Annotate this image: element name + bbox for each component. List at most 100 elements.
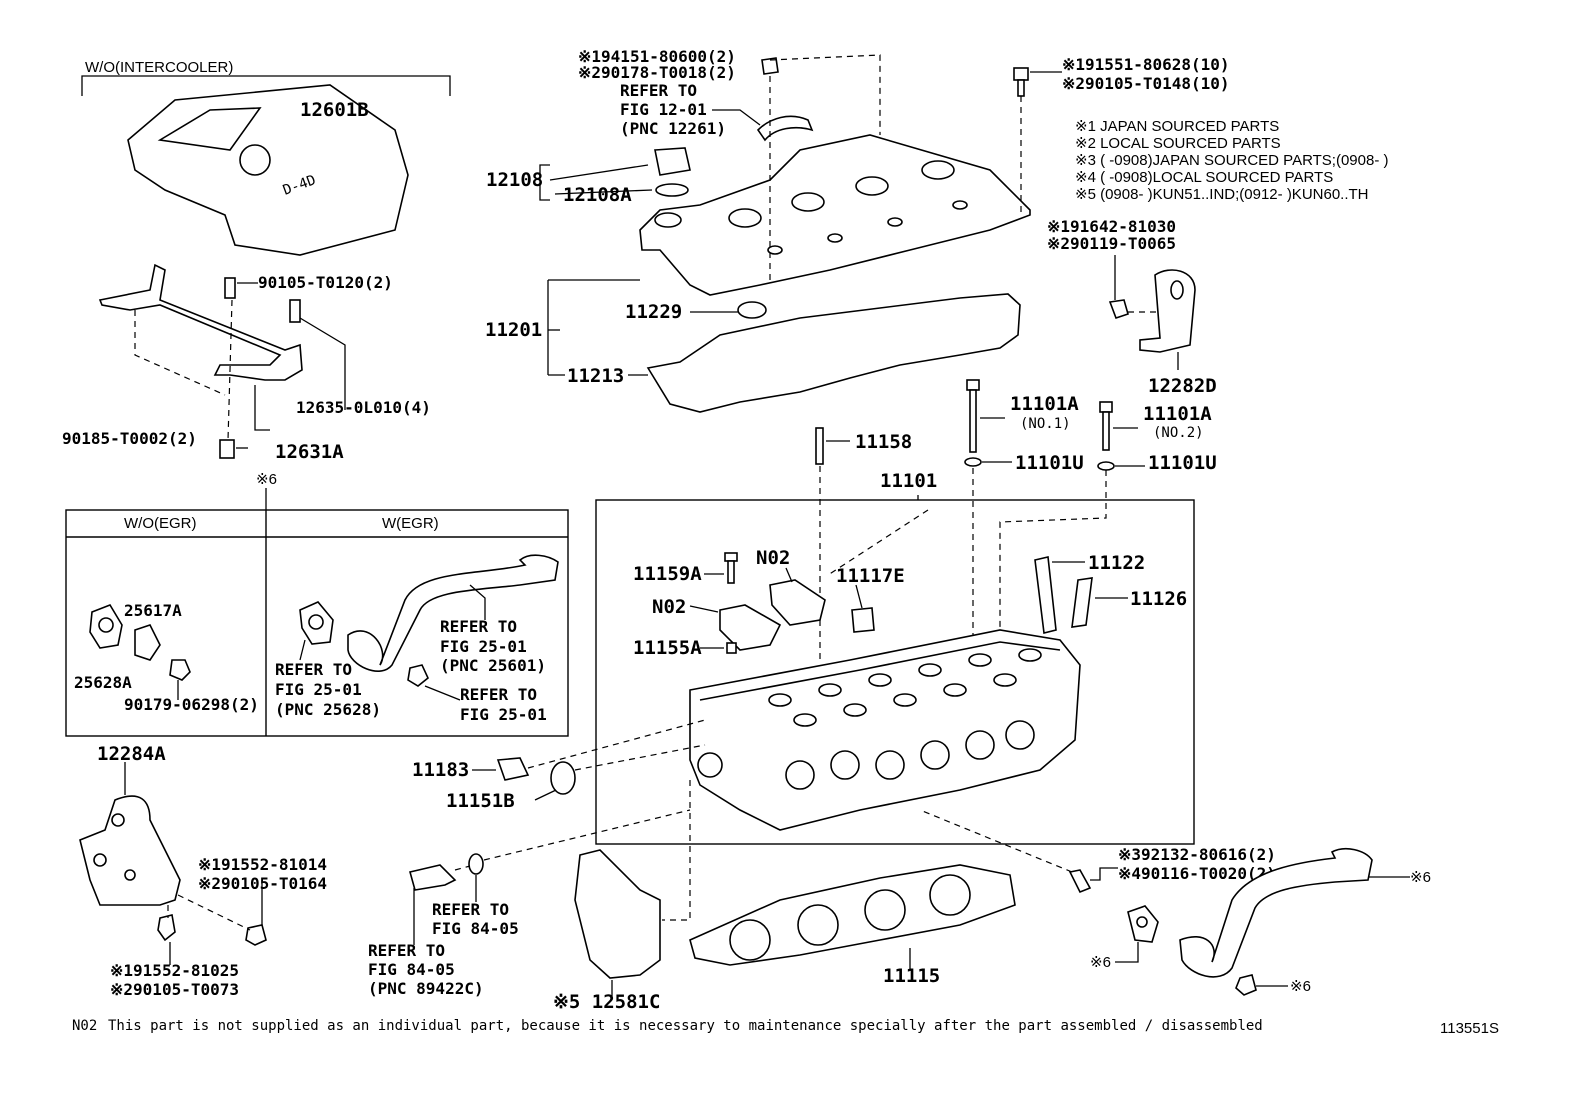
hanger-bolt-part-3: ※191552-81025 bbox=[110, 961, 239, 980]
label-n02-a: N02 bbox=[756, 547, 790, 569]
head-gasket-11115 bbox=[689, 864, 1016, 966]
label-11201: 11201 bbox=[485, 319, 542, 341]
refer-25-line1: REFER TO bbox=[460, 685, 537, 704]
oil-cap-bolt-part-1: ※194151-80600(2) bbox=[578, 47, 736, 66]
label-11101A-no2-sub: (NO.2) bbox=[1153, 425, 1204, 441]
refer-84s-line3: (PNC 89422C) bbox=[368, 979, 484, 998]
label-12601B: 12601B bbox=[300, 99, 369, 121]
guide-11126 bbox=[1071, 577, 1093, 628]
label-11126: 11126 bbox=[1130, 588, 1187, 610]
oil-cap-12108 bbox=[654, 147, 691, 176]
egr-box bbox=[65, 488, 569, 737]
bracket-bolt-part-2: ※290119-T0065 bbox=[1047, 234, 1176, 253]
footer-n02-key: N02 bbox=[72, 1018, 97, 1034]
label-11101A-no1: 11101A bbox=[1010, 393, 1079, 415]
label-11101: 11101 bbox=[880, 470, 937, 492]
refer-84s-line2: FIG 84-05 bbox=[368, 960, 455, 979]
bracket-bolt bbox=[1108, 299, 1129, 320]
seal-11229 bbox=[737, 301, 767, 319]
label-11101U-1: 11101U bbox=[1015, 452, 1084, 474]
refer-12-line3: (PNC 12261) bbox=[620, 119, 726, 138]
label-11183: 11183 bbox=[412, 759, 469, 781]
label-90105-T0120: 90105-T0120(2) bbox=[258, 273, 393, 292]
stud-part-2: ※490116-T0020(2) bbox=[1118, 864, 1276, 883]
label-12631A: 12631A bbox=[275, 441, 344, 463]
guide-11122 bbox=[1034, 556, 1057, 634]
label-11159A: 11159A bbox=[633, 563, 702, 585]
oil-cap-gasket-12108A bbox=[655, 183, 689, 197]
egr-nut bbox=[407, 664, 429, 687]
intercooler-section: W/O(INTERCOOLER) bbox=[81, 59, 451, 96]
mark-6-nut: ※6 bbox=[1290, 978, 1311, 995]
refer-25601-line1: REFER TO bbox=[440, 617, 517, 636]
head-bolt-no2 bbox=[1099, 401, 1113, 413]
egr-wo-header: W/O(EGR) bbox=[124, 515, 197, 532]
label-90179-06298: 90179-06298(2) bbox=[124, 695, 259, 714]
label-11229: 11229 bbox=[625, 301, 682, 323]
cylinder-head-cover bbox=[639, 115, 1031, 296]
hanger-bolt-part-1: ※191552-81014 bbox=[198, 855, 327, 874]
label-25628A: 25628A bbox=[74, 673, 132, 692]
refer-25601-line3: (PNC 25601) bbox=[440, 656, 546, 675]
label-11158: 11158 bbox=[855, 431, 912, 453]
bolt-11159A bbox=[724, 552, 738, 562]
refer-25628-line3: (PNC 25628) bbox=[275, 700, 381, 719]
notes-block: ※1 JAPAN SOURCED PARTS ※2 LOCAL SOURCED … bbox=[1075, 118, 1389, 203]
wo-intercooler-label: W/O(INTERCOOLER) bbox=[85, 59, 233, 76]
label-12635-0L010: 12635-0L010(4) bbox=[296, 398, 431, 417]
label-12108A: 12108A bbox=[563, 184, 632, 206]
mark-6-gasket: ※6 bbox=[1090, 954, 1111, 971]
note-4: ※4 ( -0908)LOCAL SOURCED PARTS bbox=[1075, 169, 1333, 186]
label-11117E: 11117E bbox=[836, 565, 905, 587]
cam-cap-n02-b bbox=[769, 579, 826, 626]
label-12581C: ※5 12581C bbox=[553, 991, 660, 1013]
egr-pipe bbox=[347, 554, 559, 672]
egr-nut-lower bbox=[1235, 974, 1257, 996]
cover-bolt bbox=[1013, 67, 1029, 81]
plate-25617A bbox=[134, 624, 161, 661]
stud-11158 bbox=[815, 427, 824, 465]
engine-cover-12601B: D-4D bbox=[127, 84, 409, 256]
gasket-11213 bbox=[646, 293, 1021, 413]
refer-25628-line2: FIG 25-01 bbox=[275, 680, 362, 699]
refer-25601-line2: FIG 25-01 bbox=[440, 637, 527, 656]
egr-w-header: W(EGR) bbox=[382, 515, 439, 532]
label-11122: 11122 bbox=[1088, 552, 1145, 574]
mark-6-pipe: ※6 bbox=[1410, 869, 1431, 886]
label-11151B: 11151B bbox=[446, 790, 515, 812]
plate-12581C bbox=[574, 849, 661, 979]
cam-cap-n02-a bbox=[719, 604, 782, 651]
engine-hanger-12284A bbox=[79, 762, 267, 965]
cylinder-head-box bbox=[595, 499, 1195, 845]
sensor bbox=[409, 864, 457, 891]
oil-cap-bolt bbox=[761, 57, 779, 75]
hanger-bolt-part-4: ※290105-T0073 bbox=[110, 980, 239, 999]
refer-84-line2: FIG 84-05 bbox=[432, 919, 519, 938]
bracket-12282D bbox=[1139, 269, 1196, 353]
label-11155A: 11155A bbox=[633, 637, 702, 659]
bracket-bolt-part-1: ※191642-81030 bbox=[1047, 217, 1176, 236]
label-n02-b: N02 bbox=[652, 596, 686, 618]
washer-11101U-2 bbox=[1097, 461, 1115, 471]
plug-11183 bbox=[496, 757, 530, 781]
footer-n02-text: This part is not supplied as an individu… bbox=[108, 1018, 1263, 1034]
label-11101A-no2: 11101A bbox=[1143, 403, 1212, 425]
cylinder-head-11101 bbox=[689, 629, 1081, 831]
sensor-washer bbox=[468, 853, 484, 875]
note-1: ※1 JAPAN SOURCED PARTS bbox=[1075, 118, 1279, 135]
label-12108: 12108 bbox=[486, 169, 543, 191]
label-12284A: 12284A bbox=[97, 743, 166, 765]
refer-12-line2: FIG 12-01 bbox=[620, 100, 707, 119]
refer-12-line1: REFER TO bbox=[620, 81, 697, 100]
washer-11101U-1 bbox=[964, 457, 982, 467]
cover-bolt-part-2: ※290105-T0148(10) bbox=[1062, 74, 1230, 93]
cover-bolt-part-1: ※191551-80628(10) bbox=[1062, 55, 1230, 74]
seal-11151B bbox=[550, 761, 576, 795]
pin-11155A bbox=[726, 642, 737, 654]
label-11213: 11213 bbox=[567, 365, 624, 387]
oil-cap-bolt-part-2: ※290178-T0018(2) bbox=[578, 63, 736, 82]
cover-bracket-12631A bbox=[98, 263, 346, 459]
figure-code: 113551S bbox=[1440, 1020, 1499, 1037]
